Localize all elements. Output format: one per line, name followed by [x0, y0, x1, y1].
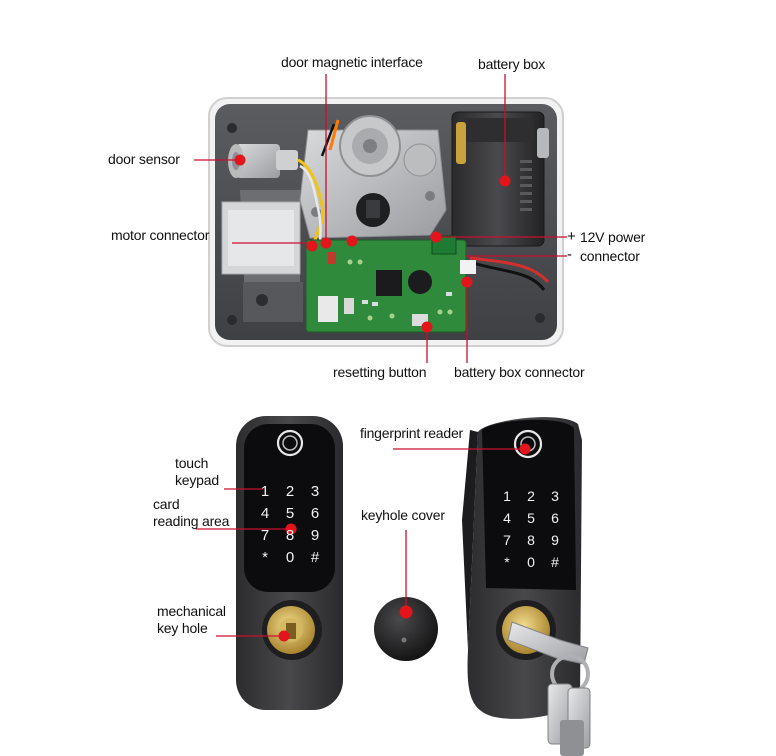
keypad-key: 0	[285, 549, 295, 566]
keypad-key: 7	[260, 527, 270, 544]
label-battery-box-connector: battery box connector	[454, 364, 585, 380]
keypad-key: 4	[260, 505, 270, 522]
label-fingerprint-reader: fingerprint reader	[360, 425, 464, 441]
marker-battery-box-connector	[461, 276, 473, 288]
keypad-key: #	[551, 554, 559, 570]
keypad-key: 2	[527, 488, 535, 504]
marker-resetting-button	[421, 321, 433, 333]
marker-door-sensor	[234, 154, 246, 166]
keypad-key: 9	[551, 532, 559, 548]
label-card-reading-area: card reading area	[153, 496, 230, 529]
marker-mechanical-key-hole	[278, 630, 290, 642]
keypad-key: #	[310, 549, 320, 566]
keypad-key: 1	[260, 483, 270, 500]
fingerprint-sensor-icon-2	[513, 429, 543, 459]
keypad-key: 7	[503, 532, 511, 548]
label-battery-box: battery box	[478, 56, 546, 72]
keypad-key: 6	[310, 505, 320, 522]
keypad-key: 9	[310, 527, 320, 544]
label-connector: connector	[580, 248, 640, 264]
marker-keyhole-cover	[399, 605, 413, 619]
keypad-key: 6	[551, 510, 559, 526]
keyhole-cover-part	[374, 597, 438, 661]
label-resetting-button: resetting button	[333, 364, 427, 380]
marker-motor-connector	[346, 235, 358, 247]
lock-box-interior	[208, 97, 564, 347]
label-keyhole-cover: keyhole cover	[361, 507, 445, 523]
keypad-key: *	[504, 554, 510, 570]
label-power-minus: -	[567, 246, 572, 263]
label-door-sensor: door sensor	[108, 151, 180, 167]
keypad-key: 8	[285, 527, 295, 544]
label-touch-keypad: touch keypad	[175, 455, 219, 488]
battery-box-part	[451, 111, 549, 247]
keypad-key: 5	[285, 505, 295, 522]
keypad-key: 3	[310, 483, 320, 500]
label-12v-power: 12V power	[580, 229, 646, 245]
keypad-key: 2	[285, 483, 295, 500]
leader-lines	[194, 74, 567, 637]
keypad-key: 5	[527, 510, 535, 526]
label-motor-connector: motor connector	[111, 227, 210, 243]
fingerprint-sensor-icon	[276, 429, 304, 457]
keypad-key: 4	[503, 510, 511, 526]
keypad-key: *	[262, 549, 268, 566]
marker-door-magnetic-interface	[320, 237, 332, 249]
keypad-key: 3	[551, 488, 559, 504]
keypad-key: 0	[527, 554, 535, 570]
marker-battery-box	[499, 175, 511, 187]
marker-dots	[234, 154, 531, 642]
label-power-plus: +	[567, 228, 576, 245]
control-pcb	[305, 235, 476, 333]
label-mechanical-key-hole: mechanical key hole	[157, 603, 226, 636]
marker-fingerprint-reader	[519, 443, 531, 455]
keypad-key: 8	[527, 532, 535, 548]
side-lock-body	[462, 417, 591, 756]
keys-icon	[507, 621, 591, 756]
marker-card-reading-area	[285, 523, 297, 535]
marker-12v-power	[430, 231, 442, 243]
motor-gearbox	[299, 115, 447, 239]
label-door-magnetic-interface: door magnetic interface	[281, 54, 423, 70]
keypad-key: 1	[503, 488, 511, 504]
